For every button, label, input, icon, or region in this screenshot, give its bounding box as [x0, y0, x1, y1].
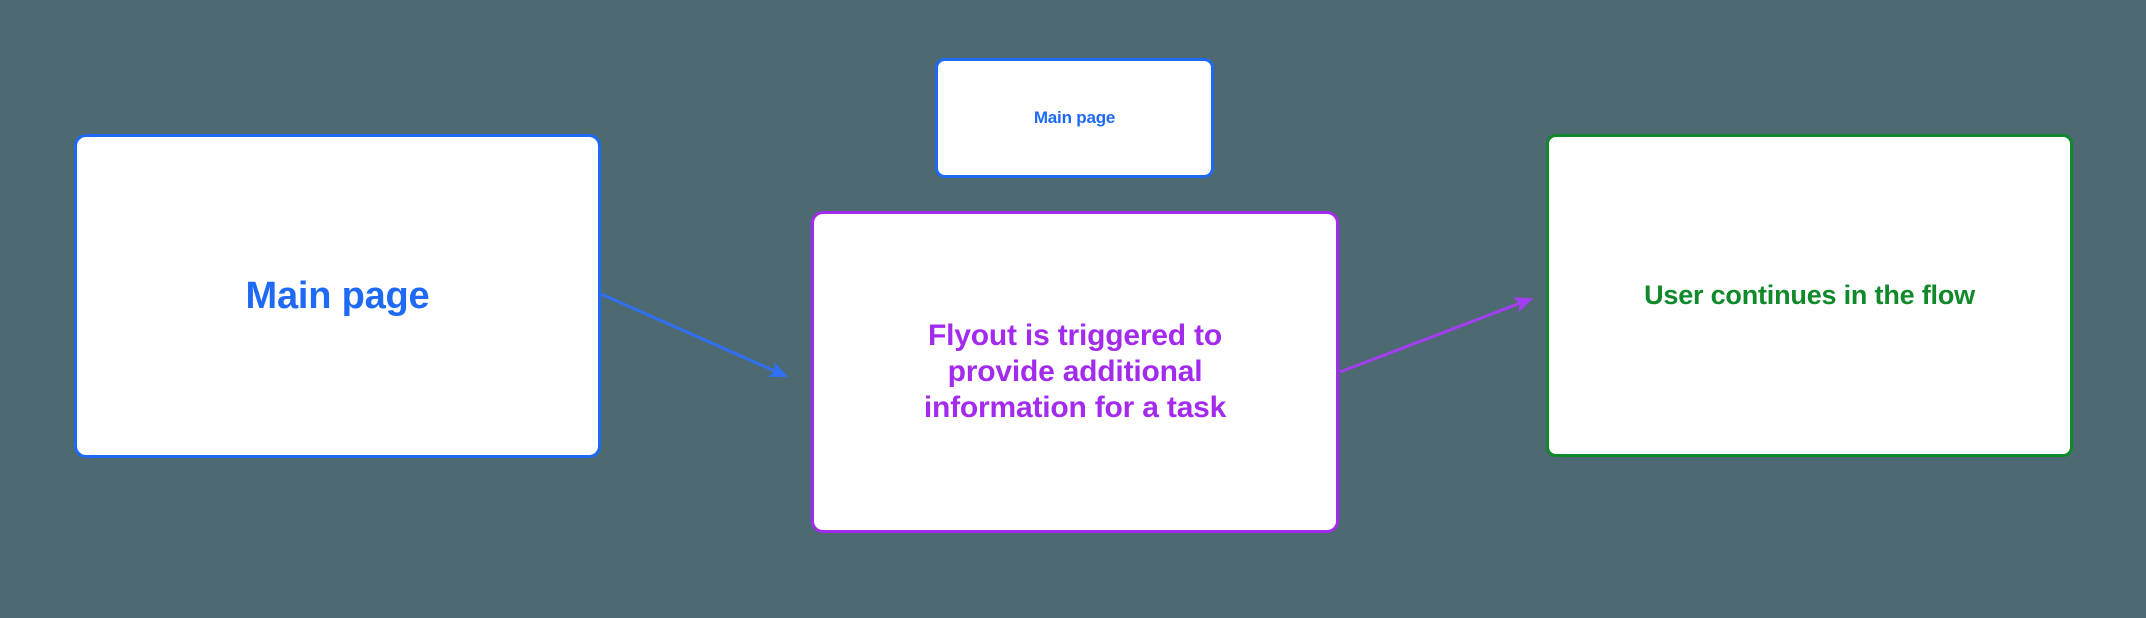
node-user-continues[interactable]: User continues in the flow: [1546, 134, 2073, 457]
node-main-page-small[interactable]: Main page: [935, 58, 1214, 178]
node-user-continues-label: User continues in the flow: [1644, 280, 1975, 310]
edge-main-page-to-flyout: [600, 292, 789, 378]
node-main-page[interactable]: Main page: [74, 134, 601, 458]
node-main-page-label: Main page: [245, 275, 430, 317]
node-main-page-small-label: Main page: [1033, 108, 1116, 127]
edge-flyout-to-user-continues: [1339, 297, 1534, 374]
node-flyout[interactable]: Flyout is triggered to provide additiona…: [811, 211, 1339, 533]
node-flyout-label: Flyout is triggered to provide additiona…: [923, 319, 1227, 424]
